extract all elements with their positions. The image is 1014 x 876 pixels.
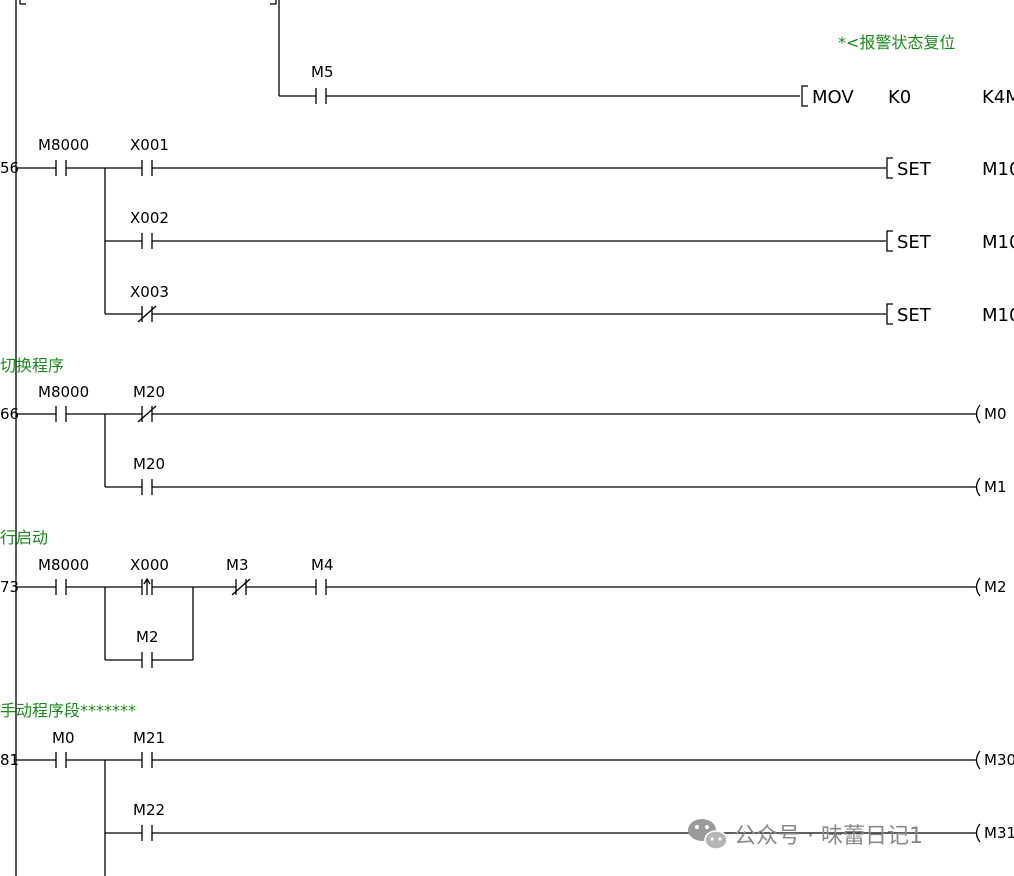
instruction-mov-src: K0: [888, 87, 911, 108]
instruction-set-3-op: SET: [897, 305, 932, 326]
contact-label-m8000: M8000: [38, 556, 89, 574]
contact-label-x003: X003: [130, 283, 169, 301]
rung-81: 手动程序段******* 81 M0 M21 M22 M30 M31: [0, 701, 1014, 876]
rung-number: 73: [0, 578, 19, 596]
contact-label-m8000: M8000: [38, 136, 89, 154]
wechat-icon: [688, 819, 728, 850]
contact-label-x001: X001: [130, 136, 169, 154]
instruction-bracket-set-3: [886, 303, 893, 325]
instruction-bracket-mov: [801, 85, 808, 107]
contact-label-m8000: M8000: [38, 383, 89, 401]
coil-m0: [975, 404, 981, 424]
contact-label-m22: M22: [133, 801, 165, 819]
instruction-bracket-set-1: [886, 157, 893, 179]
rung-number: 66: [0, 405, 19, 423]
rung-number: 56: [0, 159, 19, 177]
contact-label-x000: X000: [130, 556, 169, 574]
contact-label-m20: M20: [133, 455, 165, 473]
coil-m1: [975, 477, 981, 497]
coil-label-m30: M30: [984, 751, 1014, 769]
instruction-bracket-set-2: [886, 230, 893, 252]
instruction-set-1-op: SET: [897, 159, 932, 180]
instruction-set-2-dev: M10: [982, 232, 1014, 253]
instruction-mov-dst: K4M: [982, 87, 1014, 108]
contact-label-m21: M21: [133, 729, 165, 747]
comment-manual-segment: 手动程序段*******: [0, 701, 136, 720]
instruction-set-1-dev: M10: [982, 159, 1014, 180]
coil-label-m2: M2: [984, 578, 1007, 596]
instruction-set-2-op: SET: [897, 232, 932, 253]
instruction-mov-op: MOV: [812, 87, 854, 108]
coil-label-m31: M31: [984, 824, 1014, 842]
rung-66: 切换程序 66 M8000 M20 M20 M0 M1: [0, 356, 1007, 497]
rung-73: 行启动 73 M8000 X000 M3 M4 M2 M2: [0, 528, 1007, 668]
watermark: 公众号 · 味蕾日记1: [688, 819, 923, 850]
comment-switch-program: 切换程序: [0, 356, 64, 375]
contact-label-x002: X002: [130, 209, 169, 227]
contact-label-m0: M0: [52, 729, 75, 747]
comment-reset-alarm: *<报警状态复位: [838, 33, 955, 52]
coil-label-m0: M0: [984, 405, 1007, 423]
rung-top-partial: *<报警状态复位 M5 MOV K0 K4M: [19, 0, 1014, 108]
rung-56: 56 M8000 X001 X002 X003 SET M10 SET M10 …: [0, 136, 1014, 326]
contact-label-m3: M3: [226, 556, 249, 574]
watermark-text: 公众号 · 味蕾日记1: [734, 824, 923, 849]
coil-m30: [975, 750, 981, 770]
coil-label-m1: M1: [984, 478, 1007, 496]
instruction-set-3-dev: M10: [982, 305, 1014, 326]
coil-m2: [975, 577, 981, 597]
contact-label-m20: M20: [133, 383, 165, 401]
rung-number: 81: [0, 751, 19, 769]
contact-label-m5: M5: [311, 63, 334, 81]
comment-run-start: 行启动: [0, 528, 48, 547]
contact-label-m4: M4: [311, 556, 334, 574]
contact-label-m2: M2: [136, 628, 159, 646]
coil-m31: [975, 823, 981, 843]
